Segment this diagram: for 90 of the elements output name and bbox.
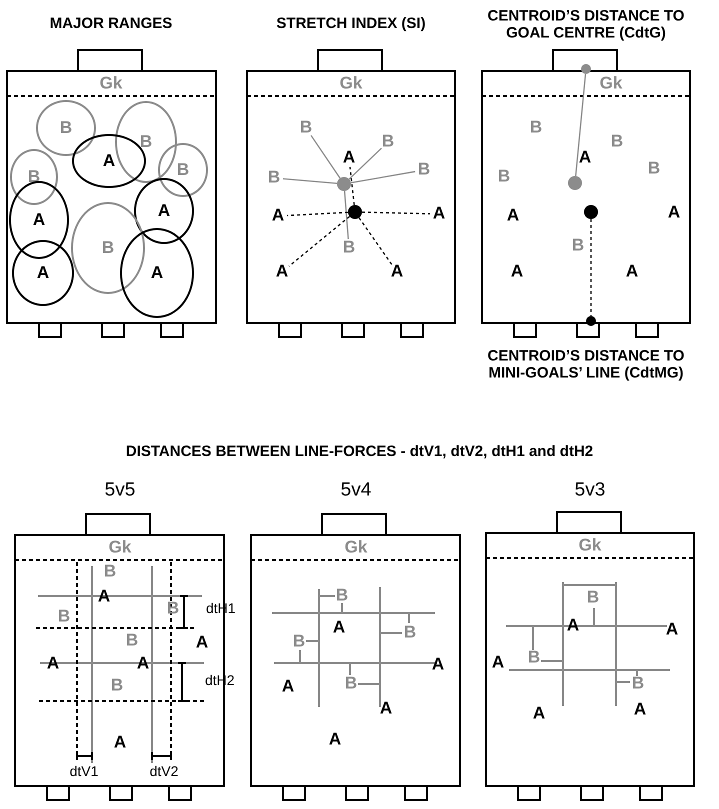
player-label: A — [492, 654, 504, 672]
diagram-title: DISTANCES BETWEEN LINE-FORCES - dtV1, dtV2, dtH1 and dtH2 — [124, 443, 594, 460]
goalkeeper-label: Gk — [578, 536, 602, 556]
player-label: B — [404, 624, 416, 642]
connector-line — [358, 217, 392, 265]
player-label: A — [532, 704, 546, 724]
panel-heading: 5v3 — [574, 480, 606, 502]
range-ellipse: A — [120, 228, 194, 318]
goalkeeper-label: Gk — [100, 74, 122, 94]
dimension-label: dtV1 — [70, 763, 98, 779]
player-label: B — [530, 118, 542, 138]
connector-line — [350, 170, 416, 184]
player-label: B — [344, 674, 358, 694]
player-label: A — [196, 634, 208, 652]
player-label: B — [268, 168, 280, 188]
goal-centre-dot — [581, 64, 591, 74]
player-label: B — [58, 608, 70, 626]
player-label: B — [528, 648, 540, 668]
centroid-dot — [584, 205, 598, 219]
range-ellipse: B — [115, 101, 177, 183]
centroid-dot — [348, 205, 362, 219]
player-label: B — [292, 632, 306, 652]
centroid-dot — [568, 176, 582, 190]
player-label: A — [578, 148, 592, 168]
player-label: A — [506, 206, 520, 226]
player-label: A — [98, 588, 110, 606]
player-label: B — [382, 132, 394, 152]
player-label: B — [342, 238, 356, 258]
range-ellipse: B — [158, 143, 208, 197]
connector-line — [344, 190, 349, 240]
player-label: B — [110, 676, 124, 696]
player-label: B — [632, 674, 644, 694]
panel-heading: MAJOR RANGES — [48, 16, 174, 32]
dimension-label: dtV2 — [150, 763, 178, 779]
player-label: B — [586, 588, 600, 608]
player-label: A — [276, 262, 288, 282]
player-label: A — [114, 734, 126, 752]
player-label: A — [432, 204, 446, 224]
player-label: A — [328, 730, 342, 750]
player-label: B — [498, 168, 510, 186]
range-ellipse: A — [9, 181, 69, 259]
panel-heading: 5v4 — [340, 480, 372, 502]
player-label: A — [332, 618, 346, 638]
goalkeeper-label: Gk — [340, 74, 362, 94]
player-label: B — [126, 632, 138, 650]
goalkeeper-label: Gk — [600, 74, 622, 94]
player-label: A — [272, 206, 284, 226]
player-label: A — [380, 700, 392, 718]
range-ellipse: A — [134, 178, 194, 244]
panel-heading: STRETCH INDEX (SI) — [275, 16, 427, 32]
player-label: A — [666, 620, 678, 640]
connector-line — [348, 148, 382, 180]
player-label: B — [104, 562, 116, 582]
connector-line — [282, 178, 338, 184]
range-ellipse: A — [12, 240, 74, 306]
connector-line — [575, 74, 586, 176]
player-label: B — [610, 132, 624, 152]
connector-line — [590, 219, 592, 316]
connector-line — [349, 166, 355, 206]
range-ellipse: B — [10, 149, 58, 205]
connector-line — [310, 135, 341, 179]
player-label: B — [648, 160, 660, 178]
mini-goal-line-dot — [586, 316, 596, 326]
goalkeeper-label: Gk — [108, 538, 132, 558]
range-ellipse: B — [36, 100, 96, 156]
player-label: A — [634, 700, 646, 720]
panel-heading: CENTROID’S DISTANCE TO GOAL CENTRE (CdtG) — [486, 8, 686, 42]
player-label: B — [166, 600, 180, 618]
player-label: A — [282, 678, 294, 696]
connector-line — [286, 212, 348, 216]
centroid-dot — [337, 177, 351, 191]
player-label: A — [668, 204, 680, 222]
range-ellipse: B — [71, 202, 145, 294]
player-label: A — [342, 148, 356, 168]
player-label: A — [46, 654, 60, 674]
player-label: A — [510, 262, 524, 282]
connector-line — [288, 216, 350, 267]
player-label: B — [336, 586, 348, 606]
player-label: A — [566, 616, 580, 636]
panel-heading: CENTROID’S DISTANCE TO MINI-GOALS’ LINE (CdtMG) — [486, 348, 686, 382]
player-label: B — [572, 236, 584, 256]
player-label: A — [390, 262, 404, 282]
player-label: A — [432, 656, 444, 674]
goalkeeper-label: Gk — [344, 538, 368, 558]
panel-heading: 5v5 — [104, 480, 136, 502]
player-label: B — [300, 118, 312, 138]
player-label: A — [136, 654, 150, 674]
player-label: B — [418, 160, 430, 180]
connector-line — [362, 212, 430, 214]
player-label: A — [626, 262, 638, 282]
